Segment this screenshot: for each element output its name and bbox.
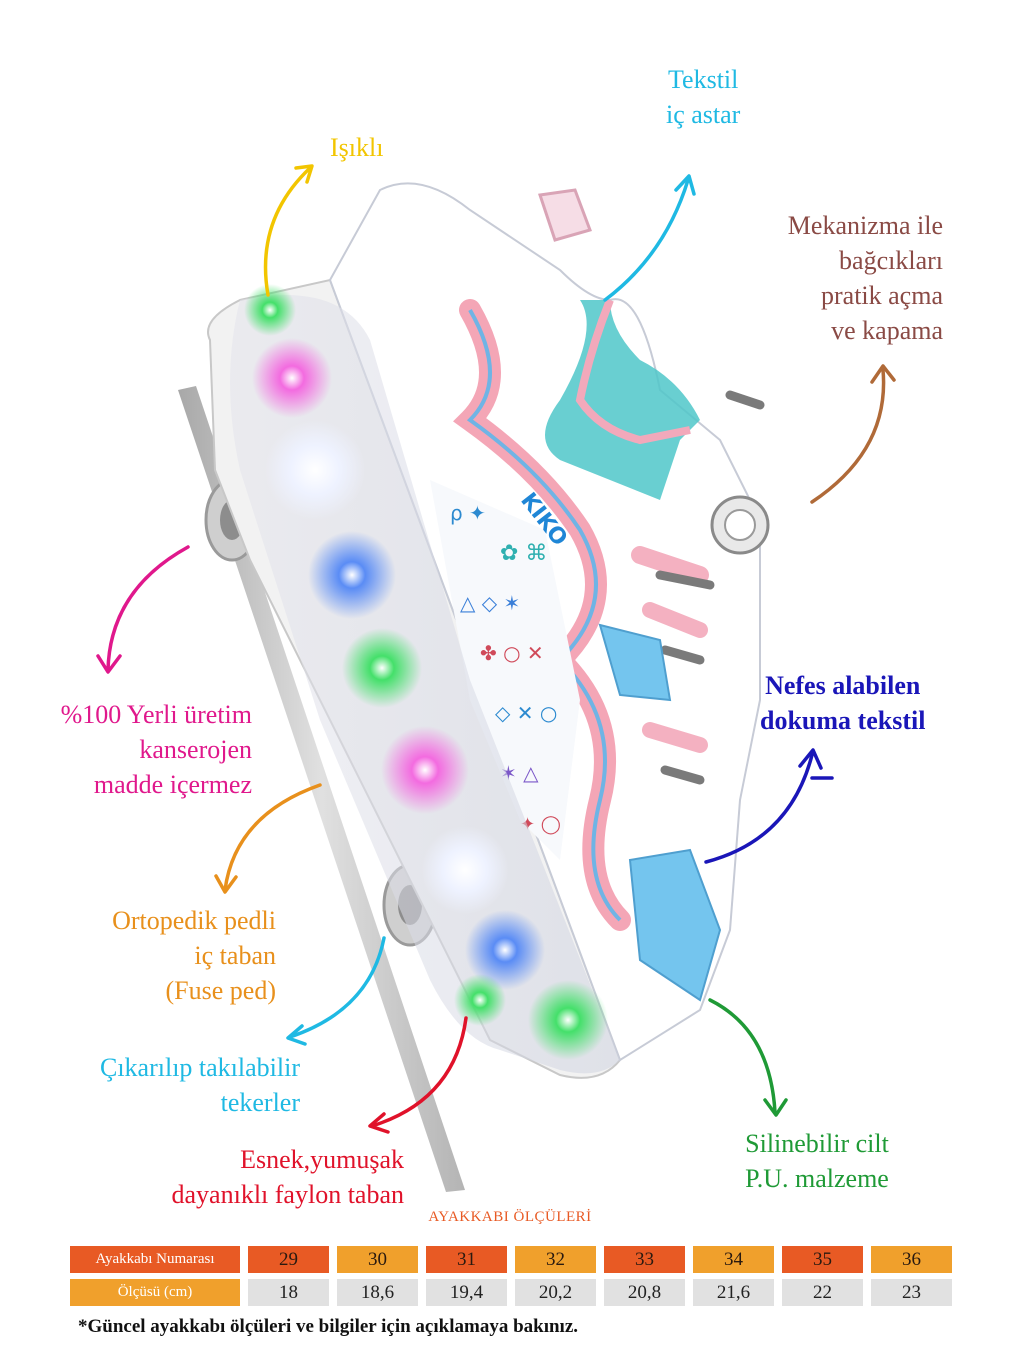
svg-text:✿ ⌘: ✿ ⌘ [500,541,547,566]
arrow-mekanizma-icon [810,364,896,504]
arrow-esnek-icon [368,1016,468,1134]
arrow-tekstil-icon [603,174,696,302]
led-lights [244,284,608,1060]
dial-knob-icon [710,495,770,555]
size-cell: 30 [337,1246,418,1273]
label-isikli: Işıklı [330,133,384,162]
svg-text:◇ ✕ ○: ◇ ✕ ○ [495,701,557,725]
label-tekerler: Çıkarılıp takılabilir tekerler [99,1053,300,1117]
size-row: Ayakkabı Numarası 29 30 31 32 33 34 35 3… [70,1246,952,1273]
size-table: Ayakkabı Numarası 29 30 31 32 33 34 35 3… [62,1240,960,1312]
length-row: Ölçüsü (cm) 18 18,6 19,4 20,2 20,8 21,6 … [70,1279,952,1306]
label-esnek: Esnek,yumuşak dayanıklı faylon taban [171,1145,404,1209]
size-cell: 32 [515,1246,596,1273]
label-silinebilir: Silinebilir cilt P.U. malzeme [745,1129,889,1193]
svg-text:✦ ◯: ✦ ◯ [520,814,561,835]
svg-text:ρ ✦: ρ ✦ [450,501,486,525]
size-cell: 34 [693,1246,774,1273]
size-cell: 36 [871,1246,952,1273]
arrow-silinebilir-icon [708,998,788,1117]
length-cell: 18 [248,1279,329,1306]
size-table-title: AYAKKABI ÖLÇÜLERİ [428,1209,592,1225]
arrow-isikli-icon [263,164,314,297]
arrow-yerli-icon [96,545,190,674]
label-ortopedik: Ortopedik pedli iç taban (Fuse ped) [112,906,276,1005]
svg-text:△ ◇ ✶: △ ◇ ✶ [460,591,520,615]
svg-text:✤ ○ ✕: ✤ ○ ✕ [480,641,544,665]
length-cell: 19,4 [426,1279,507,1306]
shoe-illustration: ρ ✦ ✿ ⌘ △ ◇ ✶ ✤ ○ ✕ ◇ ✕ ○ ✶ △ ✦ ◯ KIKO [96,164,896,1192]
label-mekanizma: Mekanizma ile bağcıkları pratik açma ve … [787,211,943,345]
length-cell: 23 [871,1279,952,1306]
length-row-label: Ölçüsü (cm) [70,1279,240,1306]
footnote: *Güncel ayakkabı ölçüleri ve bilgiler iç… [78,1316,579,1337]
length-cell: 22 [782,1279,863,1306]
size-cell: 35 [782,1246,863,1273]
label-tekstil: Tekstil iç astar [666,65,741,129]
length-cell: 21,6 [693,1279,774,1306]
length-cell: 20,8 [604,1279,685,1306]
label-yerli: %100 Yerli üretim kanserojen madde içerm… [60,700,252,799]
size-cell: 29 [248,1246,329,1273]
size-cell: 33 [604,1246,685,1273]
size-cell: 31 [426,1246,507,1273]
label-nefes: Nefes alabilen dokuma tekstil [760,671,926,735]
size-row-label: Ayakkabı Numarası [70,1246,240,1273]
arrow-ortopedik-icon [214,783,322,894]
length-cell: 18,6 [337,1279,418,1306]
print-panel: ρ ✦ ✿ ⌘ △ ◇ ✶ ✤ ○ ✕ ◇ ✕ ○ ✶ △ ✦ ◯ [430,480,580,860]
arrow-tekerler-icon [286,936,386,1046]
arrow-nefes-icon [704,748,834,864]
length-cell: 20,2 [515,1279,596,1306]
